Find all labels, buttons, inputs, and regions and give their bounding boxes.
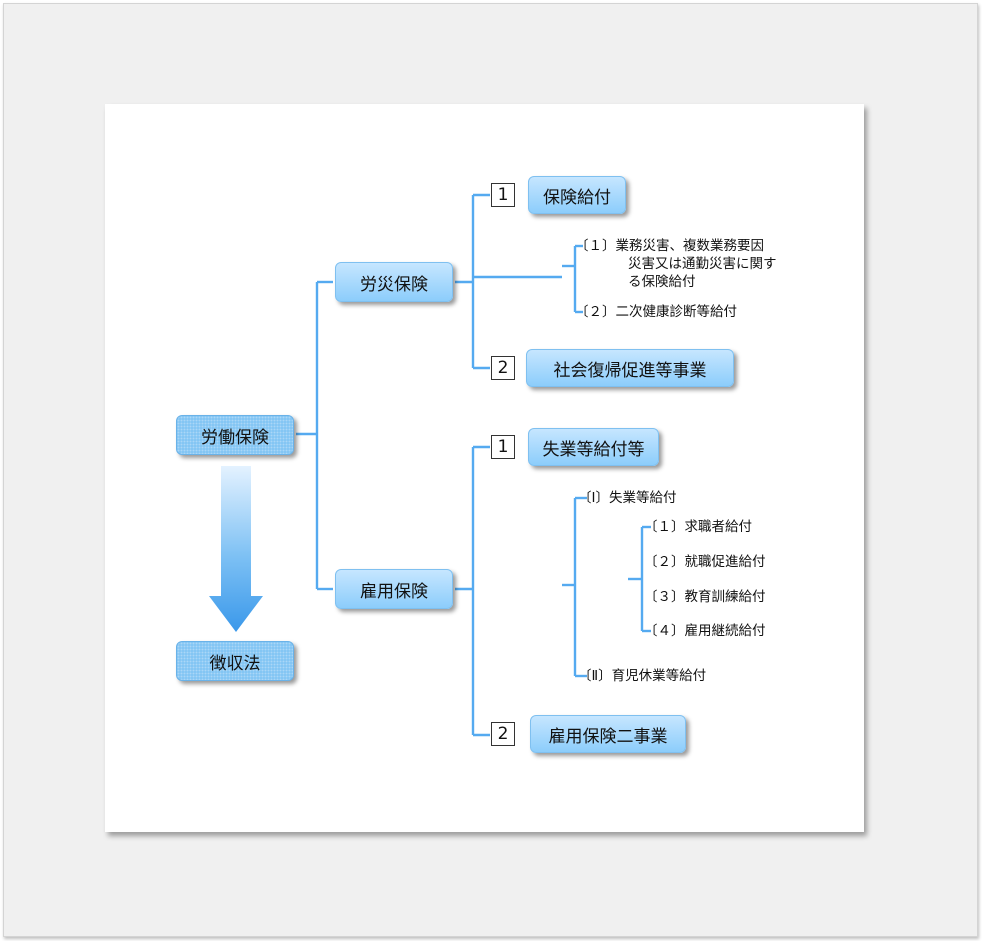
rousai-sub1-line2: 災害又は通勤災害に関す bbox=[628, 256, 777, 272]
collection-law-node: 徴収法 bbox=[176, 641, 294, 681]
rousai-sub1-label: 〔１〕業務災害、複数業務要因 災害又は通勤災害に関す る保険給付 bbox=[575, 237, 815, 291]
koyou-sub2-label: 〔２〕就職促進給付 bbox=[644, 554, 766, 570]
koyou-sub3-label: 〔３〕教育訓練給付 bbox=[644, 589, 766, 605]
koyou-item2-number: 2 bbox=[491, 722, 515, 746]
rousai-sub1-line1: 〔１〕業務災害、複数業務要因 bbox=[575, 238, 764, 254]
rousai-item2-number: 2 bbox=[491, 356, 515, 380]
koyou-item2-node: 雇用保険二事業 bbox=[530, 715, 686, 753]
connector-lines bbox=[209, 193, 651, 737]
rousai-item1-number: 1 bbox=[491, 183, 515, 207]
koyou-hoken-node: 雇用保険 bbox=[335, 569, 453, 609]
koyou-group1-label: 〔Ⅰ〕失業等給付 bbox=[578, 490, 677, 506]
down-arrow-icon bbox=[209, 466, 263, 632]
root-node-roudou-hoken: 労働保険 bbox=[176, 415, 294, 455]
diagram-canvas: 労働保険 徴収法 労災保険 1 保険給付 〔１〕業務災害、複数業務要因 災害又は… bbox=[105, 104, 864, 832]
koyou-sub1-label: 〔１〕求職者給付 bbox=[644, 519, 752, 535]
rousai-sub1-line3: る保険給付 bbox=[628, 274, 696, 290]
rousai-hoken-node: 労災保険 bbox=[335, 262, 453, 302]
koyou-sub4-label: 〔４〕雇用継続給付 bbox=[644, 623, 766, 639]
rousai-sub2-label: 〔２〕二次健康診断等給付 bbox=[575, 304, 737, 320]
rousai-item2-node: 社会復帰促進等事業 bbox=[526, 349, 734, 387]
koyou-group2-label: 〔Ⅱ〕育児休業等給付 bbox=[578, 668, 707, 684]
koyou-item1-node: 失業等給付等 bbox=[528, 428, 659, 466]
koyou-item1-number: 1 bbox=[491, 435, 515, 459]
rousai-item1-node: 保険給付 bbox=[528, 176, 626, 214]
